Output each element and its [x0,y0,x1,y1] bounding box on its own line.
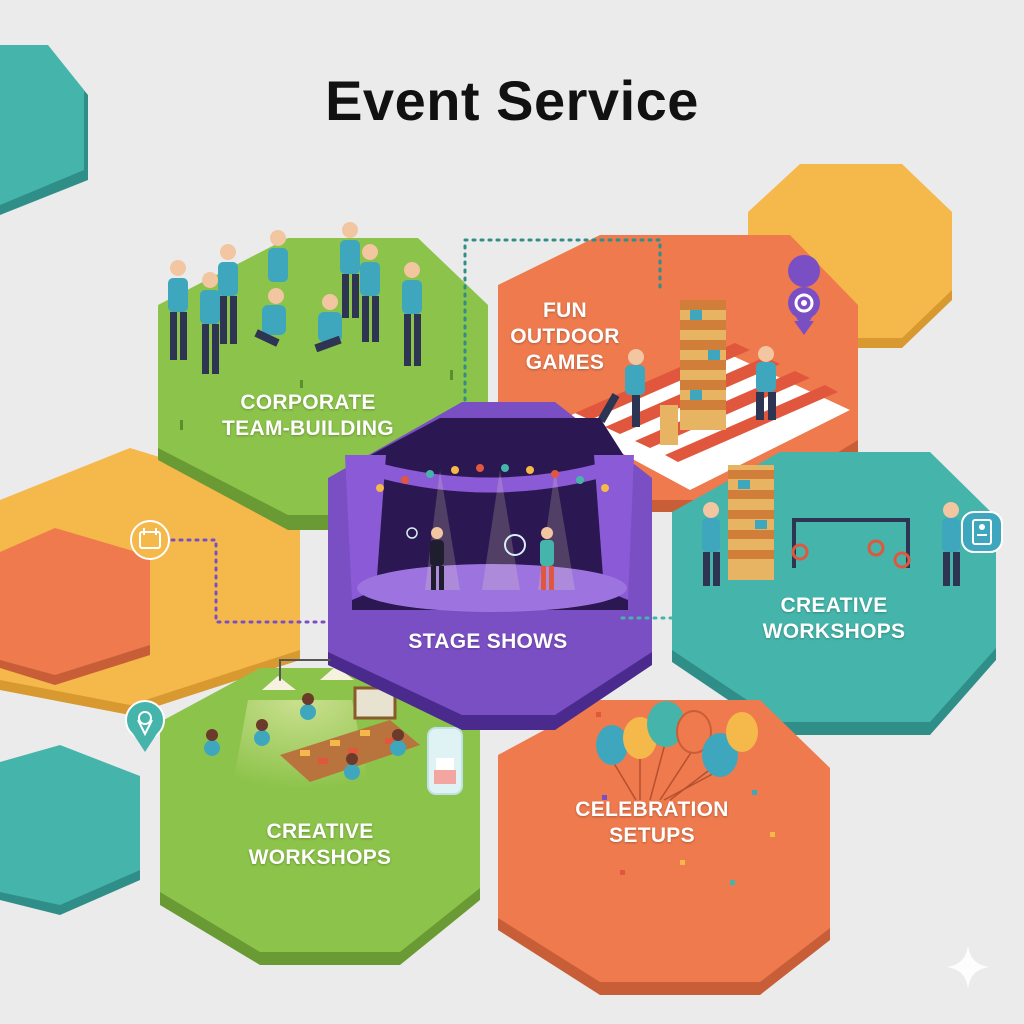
label-outdoor-games-line1: FUN [542,299,588,322]
label-celebration-line2: SETUPS [609,824,695,847]
hex-stage-shows [328,402,652,730]
label-stage-shows: STAGE SHOWS [388,629,588,655]
bg-hex-orange-left [0,528,150,685]
calendar-pin-icon [130,520,170,560]
dotted-connectors [170,238,707,681]
label-outdoor-games-line3: GAMES [525,351,605,374]
ring-bar-illustration [791,518,911,569]
performers [406,527,554,590]
label-team-building-line2: TEAM-BUILDING [222,417,394,440]
hex-celebration [498,700,830,995]
label-workshops-right: CREATIVE WORKSHOPS [734,593,934,645]
label-stage-shows-text: STAGE SHOWS [408,630,568,653]
workshop-people [702,502,960,586]
label-celebration-line1: CELEBRATION [575,798,729,821]
hex-workshops-right [672,452,996,735]
label-workshops-right-line2: WORKSHOPS [762,620,906,643]
label-outdoor-games-line2: OUTDOOR [510,325,620,348]
workshop-table-illustration [204,686,420,782]
page-title: Event Service [325,69,699,132]
balloons-illustration [596,701,758,801]
lamps [262,666,354,690]
sparkle-icon [946,945,990,989]
badge-pin-icon [961,511,1003,553]
location-pin-icon [125,700,165,752]
cake-illustration [427,727,463,795]
outdoor-players [597,346,776,427]
label-outdoor-games: FUN OUTDOOR GAMES [490,298,640,376]
bg-hex-teal-topleft [0,45,88,215]
confetti [596,712,775,885]
label-workshops-left: CREATIVE WORKSHOPS [220,819,420,871]
label-team-building-line1: CORPORATE [240,391,376,414]
string-lights [376,464,609,492]
label-workshops-left-line1: CREATIVE [266,820,374,843]
jenga-tower-illustration-2 [728,465,774,580]
label-workshops-left-line2: WORKSHOPS [248,846,392,869]
stage-illustration [345,418,634,612]
label-team-building: CORPORATE TEAM-BUILDING [188,390,428,442]
bg-hex-teal-bottomleft [0,745,140,915]
label-workshops-right-line1: CREATIVE [780,594,888,617]
gear-pin-icon [788,255,821,335]
hex-workshops-left [160,666,480,965]
team-people-illustration [168,222,422,374]
label-celebration: CELEBRATION SETUPS [552,797,752,849]
jenga-tower-illustration [660,300,726,445]
